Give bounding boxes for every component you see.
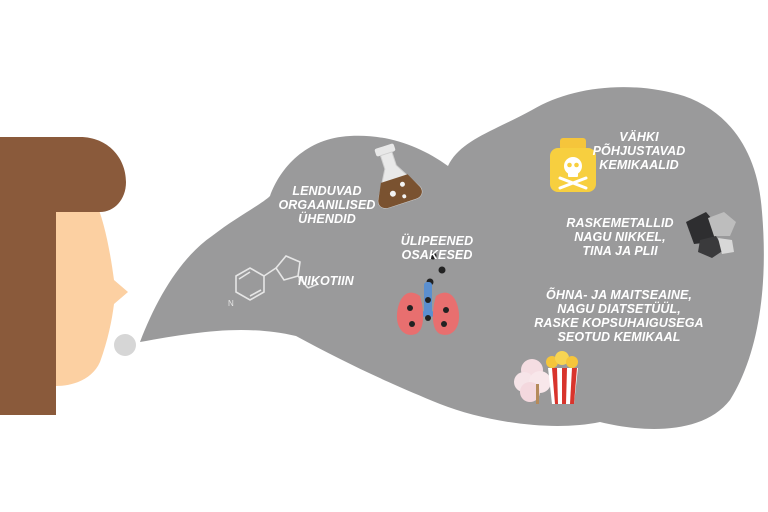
nicotine-molecule-icon: N N (228, 255, 319, 308)
skull-bottle-icon (550, 138, 596, 192)
svg-text:N: N (298, 275, 304, 284)
person-head (0, 137, 128, 415)
popcorn-icon (514, 351, 578, 404)
flask-icon (374, 143, 423, 209)
label-volatile-organic-compounds: LENDUVAD ORGAANILISED ÜHENDID (278, 184, 376, 226)
metal-rocks-icon (686, 212, 736, 258)
label-carcinogens: VÄHKI PÕHJUSTAVAD KEMIKAALID (592, 130, 686, 172)
label-nicotine: NIKOTIIN (298, 274, 354, 288)
label-heavy-metals: RASKEMETALLID NAGU NIKKEL, TINA JA PLII (566, 216, 674, 258)
lungs-icon (396, 252, 460, 335)
label-ultrafine-particles: ÜLIPEENED OSAKESED (400, 234, 474, 262)
vapor-cloud (140, 87, 764, 429)
hair (0, 137, 126, 415)
label-flavoring: ÕHNA- JA MAITSEAINE, NAGU DIATSETÜÜL, RA… (534, 288, 704, 344)
exhale-puff (114, 334, 136, 356)
svg-text:N: N (228, 299, 234, 308)
